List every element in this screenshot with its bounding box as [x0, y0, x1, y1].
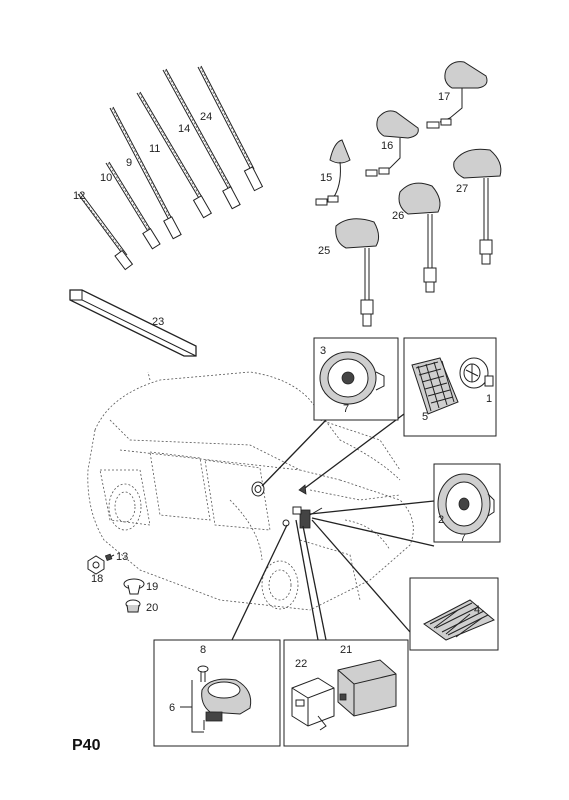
module-21 [337, 659, 397, 717]
label-part-7b: 7 [460, 532, 466, 544]
fastener-13-18 [87, 553, 115, 575]
label-part-6: 6 [169, 702, 175, 714]
callout-box-grille-tweeter [403, 337, 497, 437]
bracket-6 [201, 678, 252, 730]
roof-antenna-15 [315, 139, 351, 206]
label-part-27: 27 [456, 183, 468, 195]
callout-box-speaker-3 [313, 337, 399, 421]
label-part-8: 8 [200, 644, 206, 656]
roof-antenna-26 [398, 182, 441, 293]
callout-box-4 [409, 577, 499, 651]
label-part-5: 5 [422, 411, 428, 423]
clip-20 [125, 599, 141, 613]
label-part-1: 1 [486, 393, 492, 405]
antenna-rod-12 [77, 192, 134, 271]
clip-19 [123, 578, 145, 595]
label-part-18: 18 [91, 573, 103, 585]
callout-box-speaker-2 [433, 463, 501, 543]
label-part-16: 16 [381, 140, 393, 152]
label-part-2: 2 [438, 514, 444, 526]
label-part-20: 20 [146, 602, 158, 614]
label-part-13: 13 [116, 551, 128, 563]
label-part-26: 26 [392, 210, 404, 222]
callout-box-6 [153, 639, 281, 747]
label-part-15: 15 [320, 172, 332, 184]
antenna-rod-9 [109, 106, 182, 240]
label-part-24: 24 [200, 111, 212, 123]
callout-lines [231, 413, 435, 641]
page-label: P40 [72, 737, 101, 754]
module-22 [291, 677, 335, 731]
vehicle-outline [87, 371, 414, 611]
label-part-3: 3 [320, 345, 326, 357]
tweeter-mount-marker [298, 484, 307, 495]
wiring-harness-cluster [282, 506, 323, 529]
label-part-21: 21 [340, 644, 352, 656]
label-part-14: 14 [178, 123, 190, 135]
label-part-17: 17 [438, 91, 450, 103]
antenna-rod-14 [162, 68, 241, 210]
roof-antenna-25 [335, 218, 380, 327]
label-part-9: 9 [126, 157, 132, 169]
speaker-mount-ring [251, 481, 265, 497]
trim-strip-23 [69, 289, 197, 357]
callout-box-21-22 [283, 639, 409, 747]
speaker-grille-5 [411, 357, 459, 415]
label-part-11: 11 [149, 143, 160, 155]
roof-antenna-27 [453, 148, 502, 265]
label-part-4: 4 [474, 604, 480, 616]
label-part-22: 22 [295, 658, 307, 670]
label-part-23: 23 [152, 316, 164, 328]
roof-antenna-16 [365, 110, 419, 177]
label-part-25: 25 [318, 245, 330, 257]
tweeter-1 [459, 357, 494, 389]
roof-antenna-17 [426, 61, 488, 129]
screw-8 [197, 665, 209, 682]
antenna-rod-24 [197, 65, 264, 192]
label-part-19: 19 [146, 581, 158, 593]
antenna-rod-11 [136, 91, 213, 219]
label-part-10: 10 [100, 172, 112, 184]
label-part-7a: 7 [343, 403, 349, 415]
label-part-12: 12 [73, 190, 85, 202]
antenna-rod-10 [105, 161, 161, 250]
